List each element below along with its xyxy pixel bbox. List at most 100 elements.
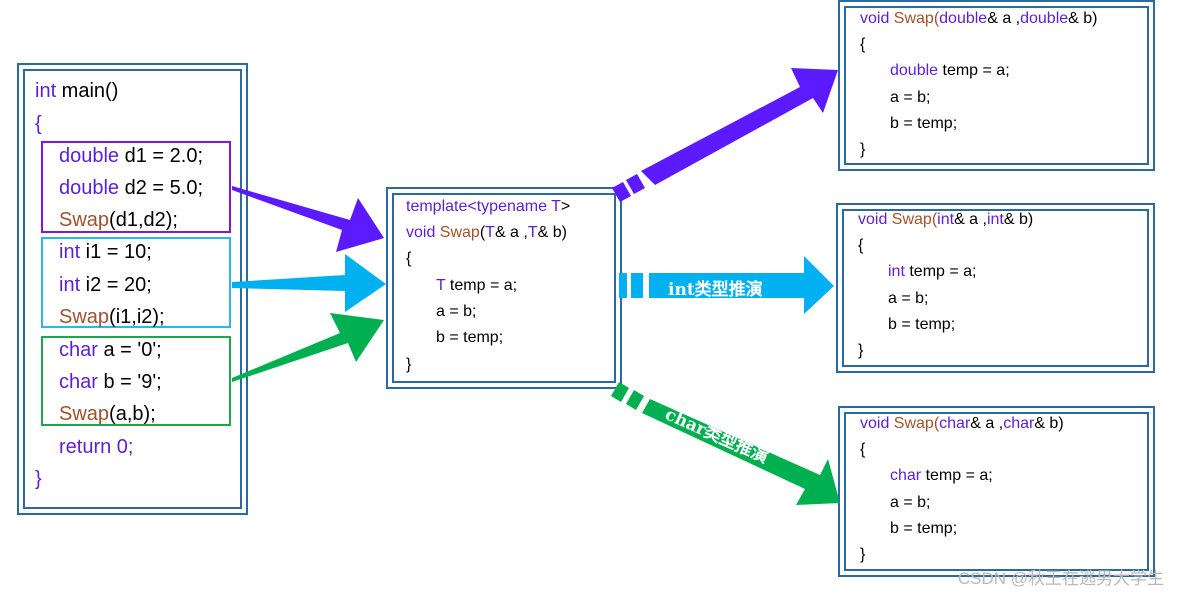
main-line-d2: double d2 = 5.0; bbox=[59, 177, 203, 200]
fn-swap: Swap bbox=[889, 10, 934, 27]
char-open-brace: { bbox=[860, 441, 866, 458]
param-a: & a , bbox=[970, 415, 1004, 432]
fn-swap: Swap bbox=[59, 306, 110, 328]
fn-swap: Swap bbox=[59, 403, 110, 425]
double-inner-border bbox=[844, 6, 1149, 165]
kw-int: int bbox=[59, 241, 81, 263]
char-output-arrow bbox=[611, 382, 840, 505]
char-line-temp: char temp = a; bbox=[890, 467, 993, 485]
double-line-temp: double temp = a; bbox=[890, 62, 1010, 80]
main-open-brace: { bbox=[35, 113, 42, 135]
template-line-2: void Swap(T& a ,T& b) bbox=[406, 224, 567, 242]
green-input-arrow bbox=[232, 313, 384, 382]
swap-d-args: (d1,d2); bbox=[109, 209, 178, 231]
char-group-box bbox=[41, 336, 231, 426]
kw-double: double bbox=[59, 145, 120, 167]
kw-int: int bbox=[937, 211, 955, 228]
kw-int: int bbox=[35, 80, 57, 102]
int-line-1: void Swap(int& a ,int& b) bbox=[858, 211, 1033, 229]
main-signature: main() bbox=[56, 80, 119, 102]
return-value: 0; bbox=[111, 436, 134, 458]
kw-char: char bbox=[59, 371, 98, 393]
char-line-1: void Swap(char& a ,char& b) bbox=[860, 415, 1064, 433]
double-close-brace: } bbox=[860, 141, 866, 158]
double-line-ab: a = b; bbox=[890, 89, 931, 106]
kw-int: int bbox=[986, 211, 1004, 228]
ca-decl: a = '0'; bbox=[97, 339, 162, 361]
kw-int: int bbox=[888, 263, 905, 280]
cb-decl: b = '9'; bbox=[97, 371, 162, 393]
param-a: & a , bbox=[954, 211, 987, 228]
kw-return: return bbox=[59, 436, 112, 458]
temp-decl: temp = a; bbox=[938, 62, 1010, 79]
cyan-input-arrow bbox=[232, 254, 386, 312]
main-code-box bbox=[17, 63, 248, 515]
double-code-box bbox=[838, 0, 1155, 171]
temp-decl: temp = a; bbox=[445, 277, 518, 294]
main-line-i2: int i2 = 20; bbox=[59, 274, 152, 297]
kw-double: double bbox=[1020, 10, 1069, 27]
type-param: T bbox=[546, 198, 561, 215]
type-param: T bbox=[527, 224, 538, 241]
double-output-arrow bbox=[612, 68, 838, 202]
d2-decl: d2 = 5.0; bbox=[119, 177, 204, 199]
template-line-1: template<typename T> bbox=[406, 198, 570, 216]
int-arrow-label: int类型推演 bbox=[668, 280, 763, 300]
kw-char: char bbox=[1003, 415, 1035, 432]
temp-decl: temp = a; bbox=[904, 263, 977, 280]
swap-i-args: (i1,i2); bbox=[109, 306, 165, 328]
temp-decl: temp = a; bbox=[921, 467, 993, 484]
typename-kw: typename bbox=[476, 198, 547, 215]
fn-swap: Swap bbox=[889, 415, 934, 432]
template-open-brace: { bbox=[406, 250, 412, 267]
kw-char: char bbox=[939, 415, 971, 432]
purple-input-arrow bbox=[232, 186, 384, 252]
main-line-d1: double d1 = 2.0; bbox=[59, 145, 203, 168]
param-b: & b) bbox=[1068, 10, 1098, 27]
d1-decl: d1 = 2.0; bbox=[119, 145, 204, 167]
main-line-i1: int i1 = 10; bbox=[59, 241, 152, 264]
int-close-brace: } bbox=[858, 342, 864, 359]
kw-char: char bbox=[890, 467, 922, 484]
param-a: & a , bbox=[494, 224, 528, 241]
double-line-btemp: b = temp; bbox=[890, 115, 958, 132]
paren-open: ( bbox=[479, 224, 486, 241]
double-open-brace: { bbox=[860, 36, 866, 53]
char-close-brace: } bbox=[860, 546, 866, 563]
char-line-btemp: b = temp; bbox=[890, 520, 958, 537]
main-line-swap-i: Swap(i1,i2); bbox=[59, 306, 165, 329]
param-b: & b) bbox=[1003, 211, 1034, 228]
param-a: & a , bbox=[987, 10, 1021, 27]
template-line-ab: a = b; bbox=[436, 303, 477, 320]
kw-void: void bbox=[406, 224, 436, 241]
type-param: T bbox=[485, 224, 495, 241]
fn-swap: Swap bbox=[59, 209, 110, 231]
main-code-inner-border bbox=[23, 69, 242, 509]
paren-open: ( bbox=[933, 10, 940, 27]
kw-double: double bbox=[890, 62, 939, 79]
fn-swap: Swap bbox=[435, 224, 480, 241]
main-line-cb: char b = '9'; bbox=[59, 371, 162, 394]
kw-void: void bbox=[858, 211, 888, 228]
char-code-box bbox=[838, 406, 1155, 577]
param-b: & b) bbox=[1034, 415, 1064, 432]
i1-decl: i1 = 10; bbox=[80, 241, 152, 263]
swap-c-args: (a,b); bbox=[109, 403, 156, 425]
kw-double: double bbox=[59, 177, 120, 199]
char-line-ab: a = b; bbox=[890, 494, 931, 511]
int-inner-border bbox=[842, 209, 1149, 367]
main-line-1: int main() bbox=[35, 80, 118, 103]
main-close-brace: } bbox=[35, 468, 42, 490]
main-line-swap-d: Swap(d1,d2); bbox=[59, 209, 178, 232]
template-close-brace: } bbox=[406, 356, 412, 373]
fn-swap: Swap bbox=[887, 211, 932, 228]
template-line-temp: T temp = a; bbox=[436, 277, 517, 295]
int-line-btemp: b = temp; bbox=[888, 316, 956, 333]
param-b: & b) bbox=[537, 224, 567, 241]
kw-double: double bbox=[939, 10, 988, 27]
kw-void: void bbox=[860, 415, 890, 432]
char-inner-border bbox=[844, 412, 1149, 571]
paren-open: ( bbox=[933, 415, 940, 432]
int-line-temp: int temp = a; bbox=[888, 263, 977, 281]
